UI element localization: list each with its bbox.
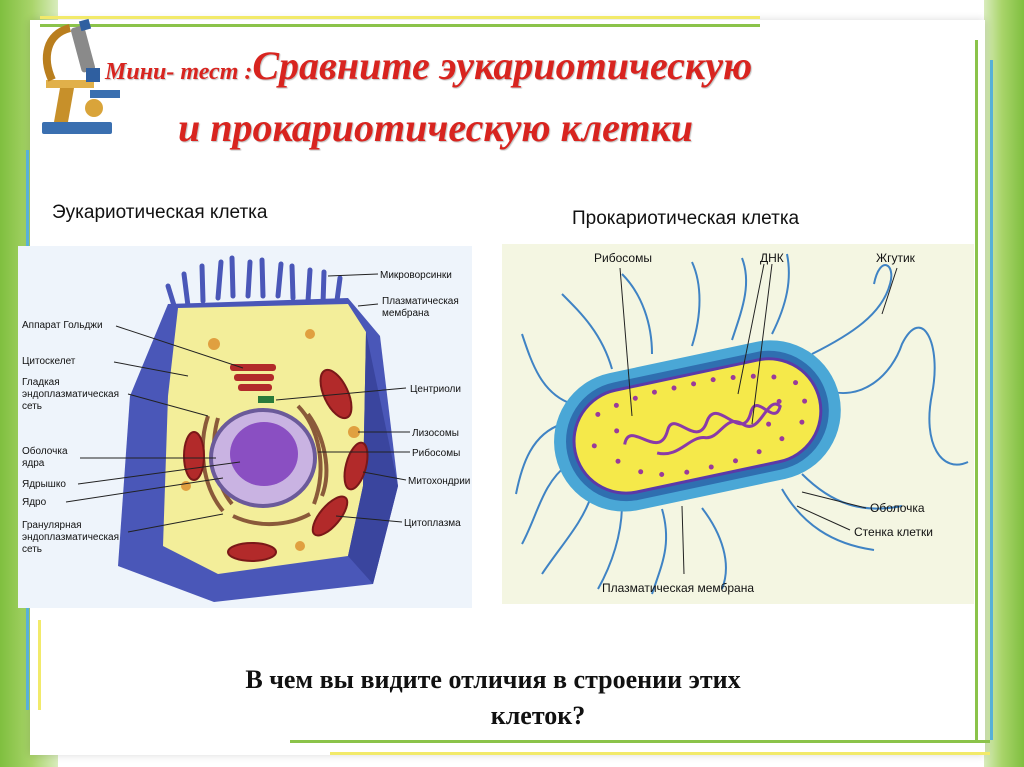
- title-main: Сравните эукариотическую: [252, 43, 752, 88]
- question-text: В чем вы видите отличия в строении этих …: [60, 662, 926, 734]
- label-nuclear-envelope-2: ядра: [22, 458, 45, 469]
- deco-line-left-2: [38, 620, 41, 710]
- label-plasma-membrane-2: мембрана: [382, 307, 430, 319]
- nucleolus: [230, 422, 298, 486]
- label-smooth-er-2: эндоплазматическая: [22, 389, 119, 400]
- label-cytoplasm: Цитоплазма: [404, 518, 461, 529]
- slide-title-line2: и прокариотическую клетки: [178, 104, 938, 151]
- label-mitochondria: Митохондрии: [408, 476, 470, 487]
- deco-line-right-2: [990, 60, 993, 740]
- label-centrioles: Центриоли: [410, 384, 461, 395]
- title-prefix: Мини- тест :: [105, 59, 252, 85]
- centrioles: [258, 396, 274, 403]
- prokaryote-caption: Прокариотическая клетка: [572, 208, 799, 230]
- label-golgi: Аппарат Гольджи: [22, 320, 103, 331]
- label-plasma-membrane-1: Плазматическая: [382, 296, 459, 307]
- label-flagellum: Жгутик: [876, 251, 916, 265]
- eukaryote-diagram: Аппарат Гольджи Цитоскелет Гладкая эндоп…: [18, 246, 472, 608]
- label-smooth-er-1: Гладкая: [22, 377, 60, 388]
- label-rough-er-3: сеть: [22, 544, 42, 555]
- question-line2: клеток?: [150, 698, 926, 734]
- label-ribosomes: Рибосомы: [594, 251, 652, 265]
- question-line1: В чем вы видите отличия в строении этих: [245, 665, 740, 694]
- deco-line-top: [40, 16, 760, 19]
- label-plasma-membrane: Плазматическая мембрана: [602, 581, 754, 595]
- deco-line-bottom: [290, 740, 990, 743]
- slide-title-line1: Мини- тест :Сравните эукариотическую: [105, 42, 985, 89]
- label-rough-er-2: эндоплазматическая: [22, 532, 119, 543]
- deco-line-top-2: [40, 24, 760, 27]
- label-capsule: Оболочка: [870, 501, 925, 515]
- deco-line-right: [975, 40, 978, 740]
- label-nuclear-envelope-1: Оболочка: [22, 445, 68, 457]
- label-cytoskeleton: Цитоскелет: [22, 356, 76, 367]
- label-nucleolus: Ядрышко: [22, 479, 66, 490]
- deco-line-bottom-2: [330, 752, 990, 755]
- label-ribosomes: Рибосомы: [412, 447, 460, 459]
- label-cell-wall: Стенка клетки: [854, 525, 933, 539]
- label-dna: ДНК: [760, 251, 784, 265]
- label-lysosomes: Лизосомы: [412, 428, 459, 439]
- eukaryote-caption: Эукариотическая клетка: [52, 202, 267, 224]
- label-nucleus: Ядро: [22, 497, 47, 508]
- label-smooth-er-3: сеть: [22, 401, 42, 412]
- prokaryote-diagram: Рибосомы ДНК Жгутик Оболочка Стенка клет…: [502, 244, 974, 604]
- label-rough-er-1: Гранулярная: [22, 520, 82, 531]
- label-microvilli: Микроворсинки: [380, 270, 452, 281]
